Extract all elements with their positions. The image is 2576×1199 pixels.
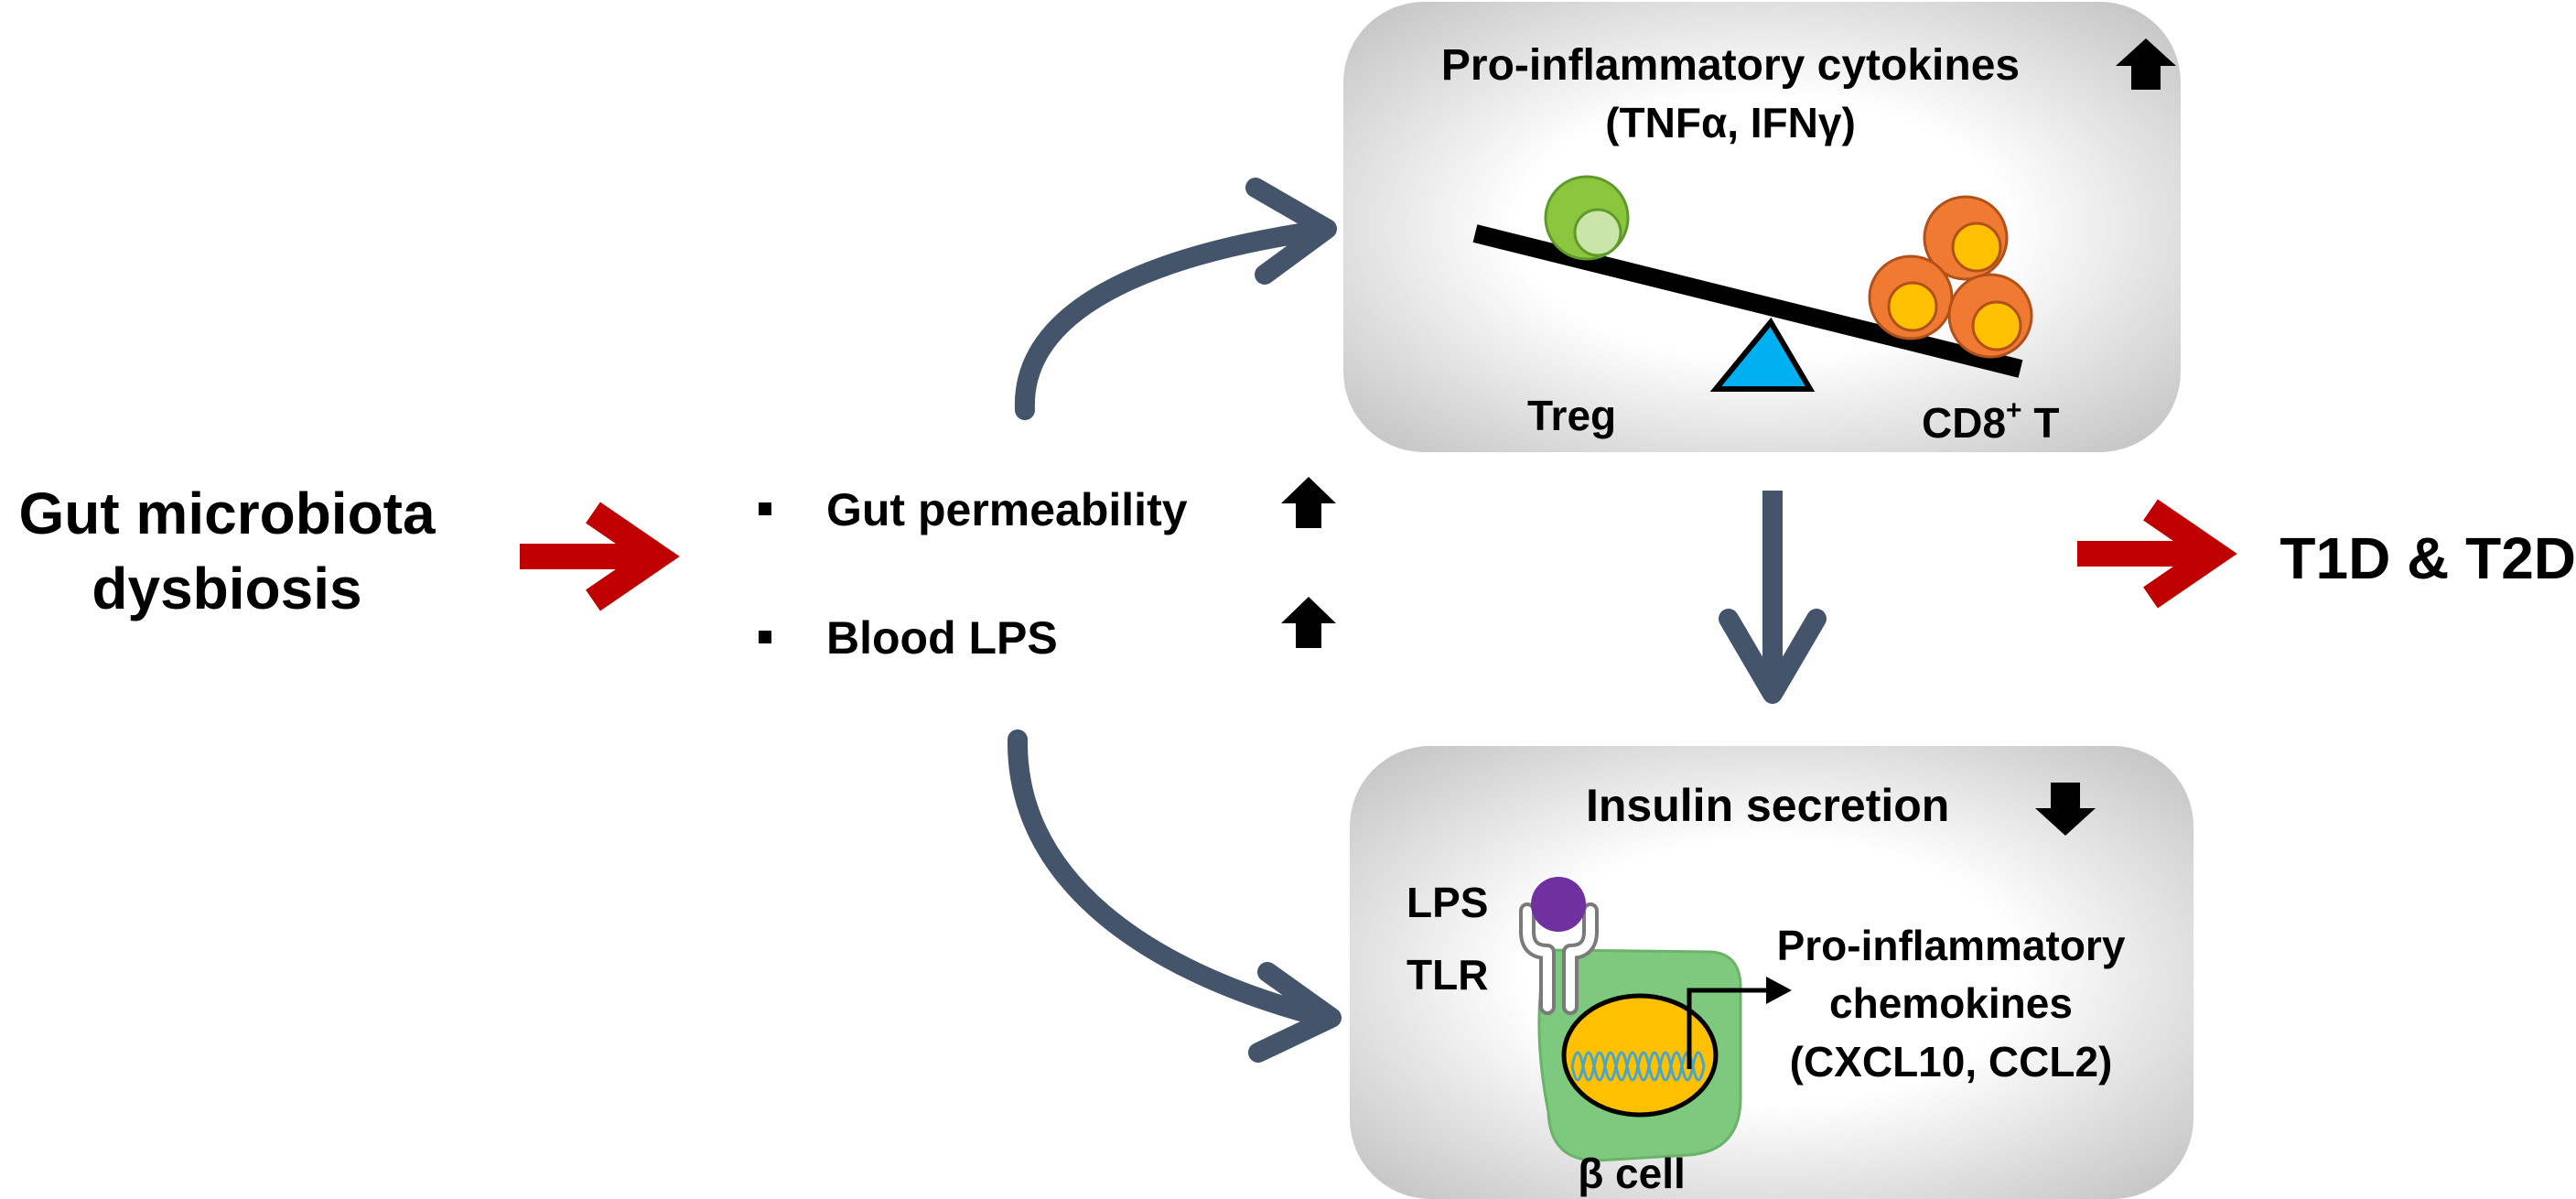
cytokine-panel: Pro-inflammatory cytokines (TNFα, IFNγ) — [1343, 2, 2181, 452]
chemokine-label-line3: (CXCL10, CCL2) — [1790, 1038, 2113, 1086]
cd8-t-cell — [1923, 195, 2009, 281]
transcription-arrow — [1687, 977, 1792, 1069]
effect-blood-lps: Blood LPS — [826, 612, 1058, 664]
cd8-cell-nucleus — [1887, 281, 1938, 332]
up-arrow-icon — [2116, 38, 2176, 90]
cytokine-panel-subtitle: (TNFα, IFNγ) — [1605, 99, 1856, 146]
cd8-label-superscript: + — [2006, 395, 2022, 426]
cd8-label-main: CD8 — [1922, 399, 2006, 447]
cd8-cell-nucleus — [1951, 221, 2002, 273]
outcome-label: T1D & T2D — [2280, 525, 2576, 591]
seesaw-beam — [1472, 224, 2023, 378]
tlr-label: TLR — [1407, 951, 1488, 999]
cd8-t-cell — [1868, 254, 1954, 340]
treg-cell-nucleus — [1573, 208, 1622, 257]
insulin-panel: Insulin secretion LPS TLR Pro-inflammato… — [1350, 746, 2193, 1199]
curved-arrow-to-insulin — [1007, 729, 1342, 1063]
up-arrow-icon — [1281, 597, 1336, 648]
bullet-gut-permeability — [759, 502, 771, 515]
tlr-receptor-right-fill — [1566, 906, 1595, 1011]
insulin-panel-title: Insulin secretion — [1586, 780, 1949, 831]
cd8-t-label: CD8+ T — [1922, 395, 2059, 447]
seesaw-fulcrum — [1709, 317, 1816, 392]
red-arrow-head — [586, 502, 680, 611]
curved-arrow-up-head — [1245, 178, 1337, 285]
chemokine-label-line1: Pro-inflammatory — [1777, 922, 2126, 969]
cd8-cell-nucleus — [1971, 300, 2022, 351]
curved-arrow-down-shaft — [1007, 729, 1328, 1026]
red-arrow-to-outcome — [2077, 499, 2237, 609]
curved-arrow-down-head — [1248, 962, 1342, 1063]
curved-arrow-up-shaft — [1014, 221, 1328, 420]
chemokine-label-line2: chemokines — [1829, 979, 2073, 1027]
cd8-t-cell — [1947, 273, 2033, 359]
source-label-line1: Gut microbiota — [18, 481, 436, 546]
vertical-arrow-cytokines-to-insulin — [1719, 491, 1827, 704]
transcription-arrow-line — [1687, 988, 1766, 1069]
source-label: Gut microbiota dysbiosis — [18, 481, 436, 621]
red-arrow-source-to-effects — [520, 502, 680, 611]
curved-arrow-to-cytokines — [1014, 178, 1337, 420]
lps-molecule — [1531, 877, 1586, 932]
cytokine-panel-title: Pro-inflammatory cytokines — [1441, 41, 2020, 90]
bullet-blood-lps — [759, 631, 771, 643]
cd8-label-tail: T — [2022, 399, 2060, 447]
vertical-arrow-head — [1719, 609, 1827, 704]
dna-helix-strand-b — [1570, 1051, 1706, 1082]
transcription-arrow-head — [1766, 977, 1792, 1004]
treg-label: Treg — [1527, 392, 1616, 439]
treg-cell — [1544, 175, 1630, 261]
effects-list: Gut permeability Blood LPS — [759, 477, 1336, 664]
tlr-receptor — [1519, 902, 1599, 1015]
red-arrow-head — [2143, 499, 2237, 609]
lps-label: LPS — [1407, 879, 1488, 926]
up-arrow-icon — [1281, 477, 1336, 528]
down-arrow-icon — [2035, 783, 2096, 836]
tlr-receptor-left-fill — [1523, 906, 1552, 1011]
source-label-line2: dysbiosis — [92, 556, 361, 621]
beta-cell-label: β cell — [1578, 1150, 1686, 1197]
cd8-t-cells — [1868, 195, 2033, 359]
effect-gut-permeability: Gut permeability — [826, 484, 1188, 535]
